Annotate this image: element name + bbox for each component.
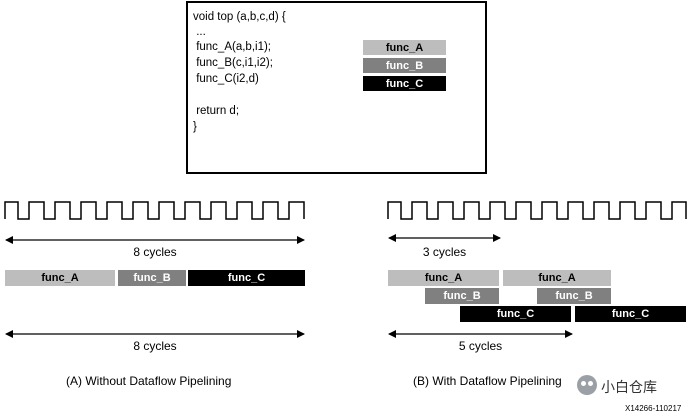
code-line-1: void top (a,b,c,d) { xyxy=(193,11,286,23)
right-bottom-cycles-label: 5 cycles xyxy=(458,339,503,353)
right-bar-func-b-1: func_B xyxy=(425,288,499,304)
legend-func-c: func_C xyxy=(363,76,446,91)
left-bar-func-a: func_A xyxy=(5,270,115,286)
right-bar-func-a-2: func_A xyxy=(503,270,611,286)
code-line-5: func_C(i2,d) xyxy=(193,73,259,85)
legend-func-a: func_A xyxy=(363,40,446,55)
clock-waveform-left xyxy=(4,201,305,220)
legend-func-b: func_B xyxy=(363,58,446,73)
right-top-cycles-label: 3 cycles xyxy=(422,245,467,259)
left-bar-func-c: func_C xyxy=(188,270,305,286)
right-caption: (B) With Dataflow Pipelining xyxy=(413,374,562,388)
code-line-7: return d; xyxy=(193,105,240,117)
code-line-3: func_A(a,b,i1); xyxy=(193,41,271,53)
right-bar-func-c-2: func_C xyxy=(575,306,686,322)
code-line-4: func_B(c,i1,i2); xyxy=(193,57,273,69)
code-line-2: ... xyxy=(193,26,206,38)
right-bar-func-c-1: func_C xyxy=(460,306,571,322)
wechat-icon xyxy=(577,375,597,395)
right-bar-func-a-1: func_A xyxy=(388,270,499,286)
figure-id: X14266-110217 xyxy=(625,404,682,413)
left-top-cycles-label: 8 cycles xyxy=(133,245,177,259)
right-bar-func-b-2: func_B xyxy=(537,288,611,304)
watermark-text: 小白仓库 xyxy=(601,379,657,395)
left-caption: (A) Without Dataflow Pipelining xyxy=(66,374,232,388)
left-bar-func-b: func_B xyxy=(118,270,186,286)
code-line-8: } xyxy=(193,121,197,133)
left-bottom-cycles-label: 8 cycles xyxy=(133,339,177,353)
clock-waveform-right xyxy=(387,201,687,220)
